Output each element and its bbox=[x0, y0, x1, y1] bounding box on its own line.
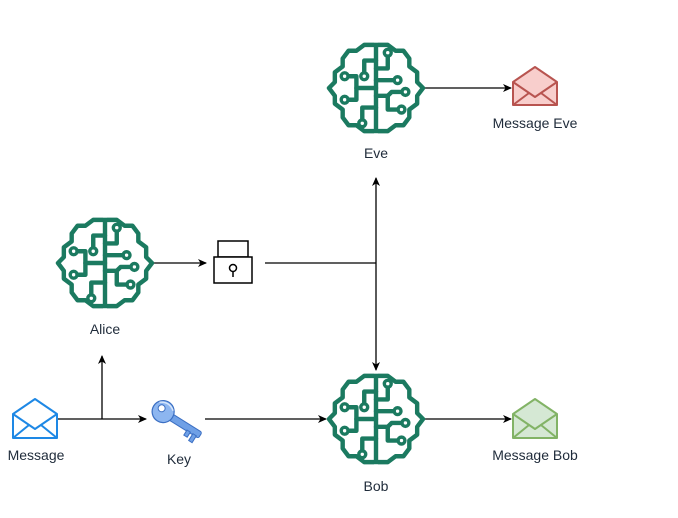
bob-brain-icon[interactable] bbox=[329, 376, 423, 462]
message-eve-label: Message Eve bbox=[492, 115, 578, 131]
message-label: Message bbox=[7, 447, 65, 463]
key-icon[interactable] bbox=[148, 396, 206, 444]
message-bob-label: Message Bob bbox=[492, 447, 578, 463]
bob-label: Bob bbox=[363, 478, 389, 494]
message-bob-envelope-icon[interactable] bbox=[512, 398, 558, 439]
alice-brain-icon[interactable] bbox=[58, 220, 152, 306]
edges bbox=[58, 84, 512, 423]
eve-label: Eve bbox=[363, 145, 389, 161]
key-label: Key bbox=[166, 451, 192, 467]
message-envelope-icon[interactable] bbox=[12, 398, 58, 439]
message-eve-envelope-icon[interactable] bbox=[512, 66, 558, 106]
eve-brain-icon[interactable] bbox=[329, 45, 423, 131]
padlock-icon[interactable] bbox=[213, 240, 253, 284]
alice-label: Alice bbox=[89, 321, 121, 337]
